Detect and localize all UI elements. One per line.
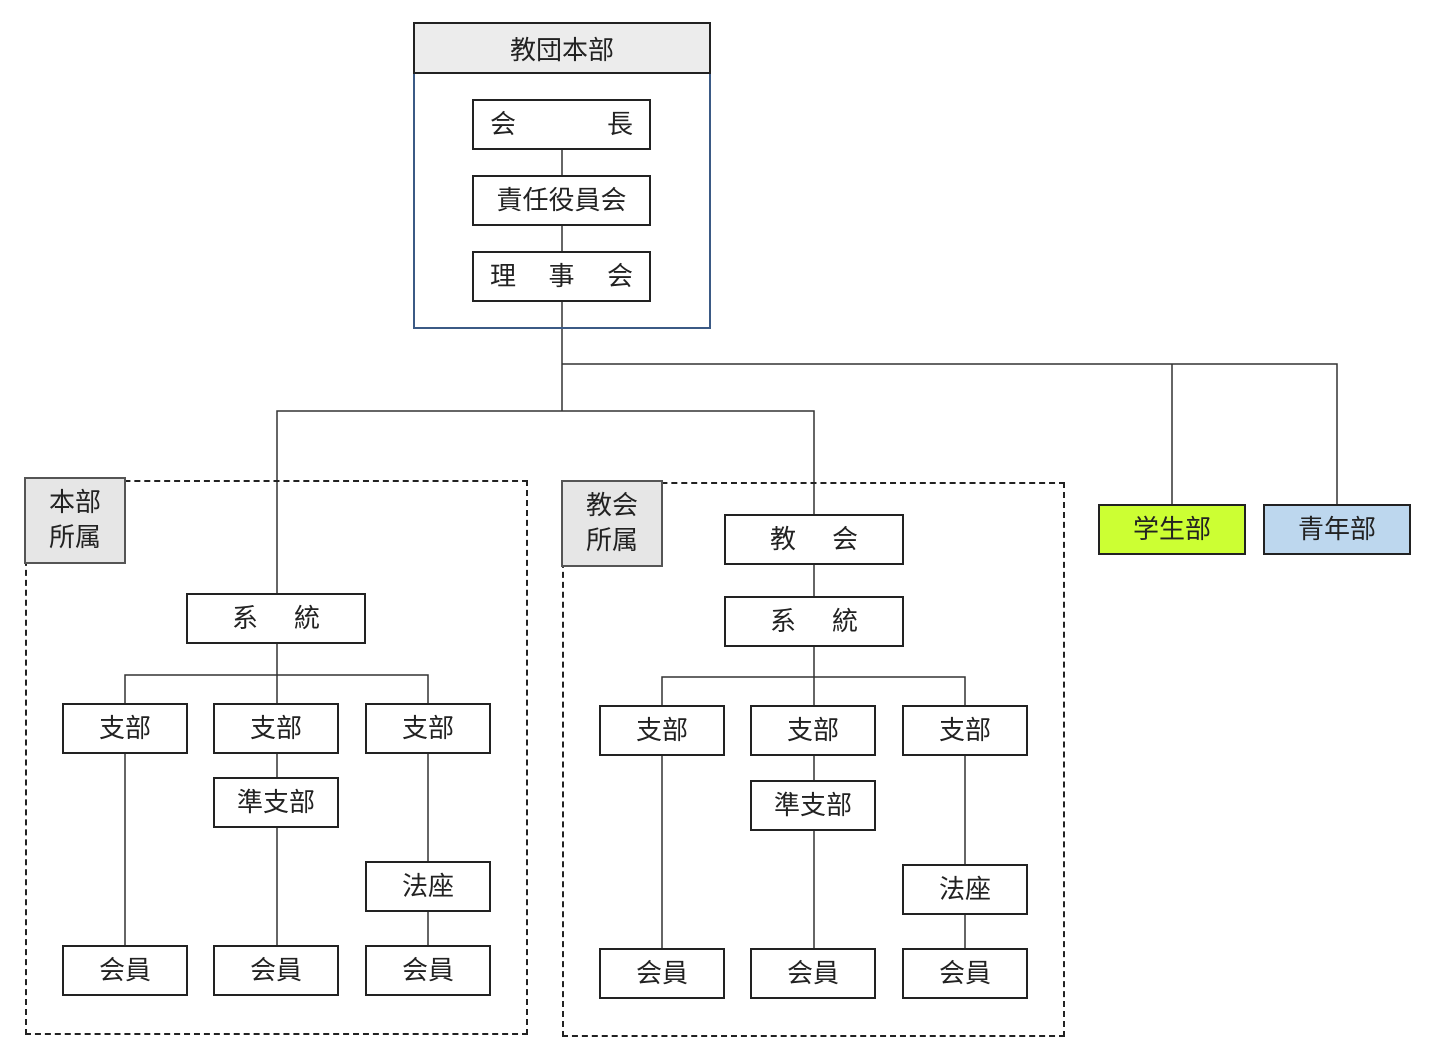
board-char-3: 会: [606, 261, 633, 292]
right-branch-2: 支部: [750, 705, 876, 756]
hq-affiliated-group: [25, 480, 528, 1035]
left-lineage-box: 系 統: [186, 593, 366, 644]
right-member-2: 会員: [750, 948, 876, 999]
headquarters-title: 教団本部: [413, 22, 711, 74]
left-sub-branch: 準支部: [213, 777, 339, 828]
church-affiliated-group: [562, 482, 1065, 1037]
church-box: 教 会: [724, 514, 904, 565]
lineage-char-1: 系: [232, 603, 259, 634]
left-dharma-seat: 法座: [365, 861, 491, 912]
church-char-1: 教: [770, 524, 797, 555]
right-member-1: 会員: [599, 948, 725, 999]
church-affiliated-label-line1: 教会: [585, 491, 638, 522]
right-sub-branch: 準支部: [750, 780, 876, 831]
church-char-2: 会: [831, 524, 858, 555]
lineage-char-2: 統: [293, 603, 320, 634]
president-char-1: 会: [490, 109, 517, 140]
church-affiliated-label-line2: 所属: [585, 525, 638, 556]
right-member-3: 会員: [902, 948, 1028, 999]
right-dharma-seat: 法座: [902, 864, 1028, 915]
student-dept-box: 学生部: [1098, 504, 1246, 555]
left-member-2: 会員: [213, 945, 339, 996]
hq-affiliated-label: 本部 所属: [24, 477, 126, 564]
board-char-2: 事: [548, 261, 575, 292]
hq-affiliated-label-line1: 本部: [48, 488, 101, 519]
board-of-directors-box: 理 事 会: [472, 251, 651, 302]
left-branch-2: 支部: [213, 703, 339, 754]
president-char-2: 長: [606, 109, 633, 140]
right-lineage-char-1: 系: [770, 606, 797, 637]
left-member-3: 会員: [365, 945, 491, 996]
left-member-1: 会員: [62, 945, 188, 996]
right-branch-1: 支部: [599, 705, 725, 756]
right-lineage-box: 系 統: [724, 596, 904, 647]
executive-board-box: 責任役員会: [472, 175, 651, 226]
youth-dept-box: 青年部: [1263, 504, 1411, 555]
right-lineage-char-2: 統: [831, 606, 858, 637]
left-branch-3: 支部: [365, 703, 491, 754]
left-branch-1: 支部: [62, 703, 188, 754]
church-affiliated-label: 教会 所属: [561, 480, 663, 567]
president-box: 会 長: [472, 99, 651, 150]
hq-affiliated-label-line2: 所属: [48, 522, 101, 553]
board-char-1: 理: [490, 261, 517, 292]
right-branch-3: 支部: [902, 705, 1028, 756]
